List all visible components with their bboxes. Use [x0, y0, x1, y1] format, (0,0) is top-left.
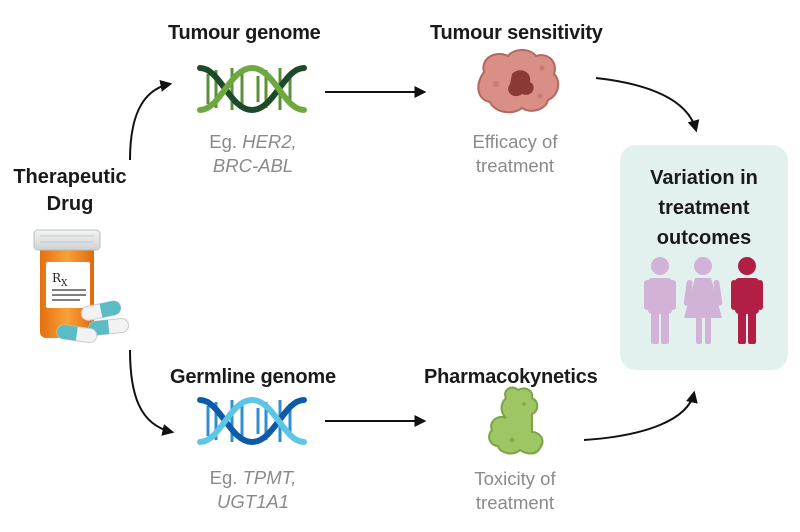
- outcome-line3: outcomes: [656, 227, 752, 249]
- tumour-genome-prefix: Eg.: [209, 131, 243, 152]
- dna-helix-icon: [197, 396, 307, 446]
- drug-label-line2: Drug: [46, 193, 94, 215]
- tumour-sensitivity-title: Tumour sensitivity: [430, 22, 603, 44]
- arrow-drug-to-tumour-genome: [129, 80, 173, 161]
- drug-label-line1: Therapeutic: [13, 166, 127, 188]
- efficacy-line1: Efficacy of: [472, 131, 558, 152]
- liver-icon: [488, 386, 544, 455]
- capsule-icon: [56, 300, 130, 344]
- germline-genome-prefix: Eg.: [209, 467, 243, 488]
- pharmacokinetics-title: Pharmacokynetics: [424, 366, 598, 388]
- pharmacokinetics-desc: Toxicity of treatment: [440, 467, 590, 515]
- tumour-genome-title: Tumour genome: [168, 22, 321, 44]
- tumour-sensitivity-desc: Efficacy of treatment: [440, 130, 590, 178]
- outcome-line2: treatment: [658, 197, 750, 219]
- tumour-icon: [477, 49, 560, 114]
- outcome-title: Variation in treatment outcomes: [620, 163, 788, 253]
- gene-her2: HER2,: [242, 131, 297, 152]
- toxicity-line1: Toxicity of: [474, 468, 556, 489]
- gene-brc-abl: BRC-ABL: [212, 155, 294, 176]
- arrow-drug-to-germline-genome: [129, 349, 175, 436]
- person-icon: [731, 257, 763, 344]
- person-icon: [644, 257, 676, 344]
- toxicity-line2: treatment: [475, 492, 555, 513]
- pill-bottle-icon: RX: [33, 229, 101, 338]
- arrow-pharmacokinetics-to-outcome: [583, 390, 698, 441]
- arrow-sensitivity-to-outcome: [595, 77, 700, 133]
- dna-helix-icon: [197, 64, 307, 114]
- person-icon: [683, 257, 723, 344]
- gene-ugt1a1: UGT1A1: [217, 491, 289, 512]
- germline-genome-title: Germline genome: [170, 366, 336, 388]
- therapeutic-drug-label: Therapeutic Drug: [4, 164, 136, 218]
- outcome-line1: Variation in: [650, 167, 758, 189]
- efficacy-line2: treatment: [475, 155, 555, 176]
- gene-tpmt: TPMT,: [242, 467, 297, 488]
- germline-genome-examples: Eg. TPMT, UGT1A1: [178, 466, 328, 514]
- rx-symbol: RX: [52, 271, 68, 289]
- tumour-genome-examples: Eg. HER2, BRC-ABL: [178, 130, 328, 178]
